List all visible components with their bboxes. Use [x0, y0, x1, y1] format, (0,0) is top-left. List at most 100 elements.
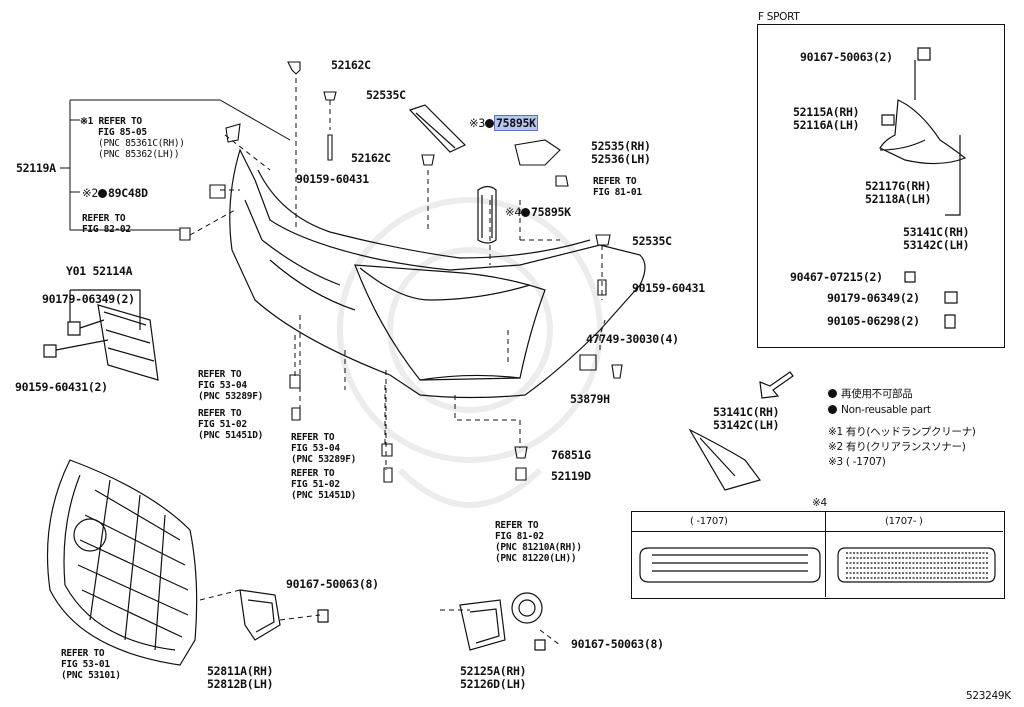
refer-fig-53-04-a[interactable]: REFER TO FIG 53-04 (PNC 53289F) — [198, 369, 263, 402]
part-52119A[interactable]: 52119A — [16, 161, 56, 175]
refer-line: (PNC 85362(LH)) — [98, 149, 180, 160]
grille-table-mark: ※4 — [812, 497, 827, 509]
fsport-part-53141C[interactable]: 53141C(RH) — [903, 225, 970, 239]
arrow-drawing — [759, 371, 794, 399]
part-number-highlighted[interactable]: 75895K — [493, 115, 538, 131]
part-52126D[interactable]: 52126D(LH) — [460, 677, 527, 691]
part-76851G[interactable]: 76851G — [551, 448, 591, 462]
note-mark-4: ※4 — [505, 205, 521, 219]
part-75895K-mid[interactable]: ※4 75895K — [505, 206, 571, 218]
refer-line: (PNC 81210A(RH)) — [495, 542, 582, 553]
refer-fig-53-01[interactable]: REFER TO FIG 53-01 (PNC 53101) — [61, 648, 121, 681]
refer-line: FIG 81-02 — [495, 531, 544, 542]
part-52535C-mid[interactable]: 52535C — [632, 234, 672, 248]
fsport-part-53142C[interactable]: 53142C(LH) — [903, 238, 970, 252]
legend-note-1: ※1 有り(ヘッドランプクリーナ) — [828, 426, 976, 438]
part-90167-bottom[interactable]: 90167-50063(8) — [286, 577, 379, 591]
refer-line: FIG 51-02 — [291, 479, 340, 490]
fsport-part-90167[interactable]: 90167-50063(2) — [800, 50, 893, 64]
fsport-part-90179[interactable]: 90179-06349(2) — [827, 291, 920, 305]
part-52125A[interactable]: 52125A(RH) — [460, 664, 527, 678]
bumper-cover-drawing — [229, 148, 646, 399]
part-90179[interactable]: 90179-06349(2) — [42, 292, 135, 306]
group-bracket-52119A — [60, 99, 291, 231]
refer-fig-82-02[interactable]: REFER TO FIG 82-02 — [82, 213, 131, 235]
refer-line: (PNC 85361C(RH)) — [98, 138, 185, 149]
part-90159-left[interactable]: 90159-60431(2) — [15, 380, 108, 394]
grille-table-divider-h — [631, 531, 1003, 532]
refer-fig-81-02[interactable]: REFER TO FIG 81-02 (PNC 81210A(RH)) (PNC… — [495, 520, 582, 564]
refer-line: REFER TO — [495, 520, 539, 531]
fsport-part-52117G[interactable]: 52117G(RH) — [865, 179, 932, 193]
refer-line: FIG 53-04 — [198, 380, 247, 391]
part-52162C-mid[interactable]: 52162C — [351, 151, 391, 165]
part-90167-right[interactable]: 90167-50063(8) — [571, 637, 664, 651]
refer-line: ※1 REFER TO — [80, 116, 142, 127]
refer-line: FIG 85-05 — [98, 127, 147, 138]
fsport-box — [757, 24, 1005, 348]
part-53142C[interactable]: 53142C(LH) — [713, 418, 780, 432]
fsport-part-52116A[interactable]: 52116A(LH) — [793, 118, 860, 132]
non-reusable-dot-icon — [520, 208, 530, 217]
part-52535C-top[interactable]: 52535C — [366, 88, 406, 102]
refer-line: (PNC 53101) — [61, 670, 121, 681]
refer-fig-85-05[interactable]: ※1 REFER TO FIG 85-05 (PNC 85361C(RH)) (… — [80, 116, 185, 160]
grille-table-drawing — [639, 547, 996, 583]
refer-line: (PNC 51451D) — [198, 430, 264, 441]
fsport-part-52118A[interactable]: 52118A(LH) — [865, 192, 932, 206]
part-89C48D[interactable]: ※2 89C48D — [82, 187, 148, 199]
garnish-drawing — [408, 104, 497, 244]
legend-en-text: Non-reusable part — [841, 404, 931, 416]
refer-line: (PNC 53289F) — [198, 391, 264, 402]
part-53141C[interactable]: 53141C(RH) — [713, 405, 780, 419]
part-47749[interactable]: 47749-30030(4) — [586, 332, 679, 346]
fsport-title: F SPORT — [758, 11, 800, 23]
part-53879H[interactable]: 53879H — [570, 392, 610, 406]
note-mark-2: ※2 — [82, 186, 98, 200]
fsport-part-90467[interactable]: 90467-07215(2) — [790, 270, 883, 284]
grille-table — [631, 511, 1005, 599]
legend-jp: 再使用不可部品 — [828, 388, 913, 400]
refer-line: REFER TO — [61, 648, 105, 659]
refer-line: (PNC 51451D) — [291, 490, 357, 501]
part-52119D[interactable]: 52119D — [551, 469, 591, 483]
part-90159-top[interactable]: 90159-60431 — [296, 172, 369, 186]
refer-line: REFER TO — [82, 213, 126, 224]
part-52162C-top[interactable]: 52162C — [331, 58, 371, 72]
part-52812B[interactable]: 52812B(LH) — [207, 677, 274, 691]
fsport-part-52115A[interactable]: 52115A(RH) — [793, 105, 860, 119]
part-52536-lh[interactable]: 52536(LH) — [591, 152, 651, 166]
refer-fig-51-02-a[interactable]: REFER TO FIG 51-02 (PNC 51451D) — [198, 408, 263, 441]
part-52535-rh[interactable]: 52535(RH) — [591, 139, 651, 153]
refer-line: FIG 51-02 — [198, 419, 247, 430]
refer-line: FIG 81-01 — [593, 187, 642, 198]
refer-line: REFER TO — [198, 369, 242, 380]
refer-line: (PNC 81220(LH)) — [495, 553, 577, 564]
fog-bracket-drawings — [239, 589, 546, 651]
part-number[interactable]: 75895K — [530, 205, 571, 219]
license-bracket-drawing — [43, 289, 159, 381]
refer-line: FIG 53-04 — [291, 443, 340, 454]
non-reusable-dot-icon — [484, 119, 494, 128]
non-reusable-dot-icon — [828, 405, 837, 414]
part-90159-mid[interactable]: 90159-60431 — [632, 281, 705, 295]
refer-line: REFER TO — [291, 432, 335, 443]
grille-table-divider-v — [825, 511, 826, 597]
refer-line: FIG 82-02 — [82, 224, 131, 235]
legend-note-3: ※3 ( -1707) — [828, 456, 886, 468]
diagram-id: 523249K — [966, 690, 1011, 702]
refer-fig-81-01[interactable]: REFER TO FIG 81-01 — [593, 176, 642, 198]
non-reusable-dot-icon — [828, 389, 837, 398]
part-52114A[interactable]: Y01 52114A — [66, 264, 133, 278]
fsport-part-90105[interactable]: 90105-06298(2) — [827, 314, 920, 328]
fastener-drawings — [179, 61, 623, 483]
refer-fig-53-04-b[interactable]: REFER TO FIG 53-04 (PNC 53289F) — [291, 432, 356, 465]
refer-line: REFER TO — [198, 408, 242, 419]
fsport-drawings — [688, 47, 967, 491]
part-number[interactable]: 89C48D — [107, 186, 148, 200]
non-reusable-dot-icon — [97, 189, 107, 198]
refer-fig-51-02-b[interactable]: REFER TO FIG 51-02 (PNC 51451D) — [291, 468, 356, 501]
part-52811A[interactable]: 52811A(RH) — [207, 664, 274, 678]
